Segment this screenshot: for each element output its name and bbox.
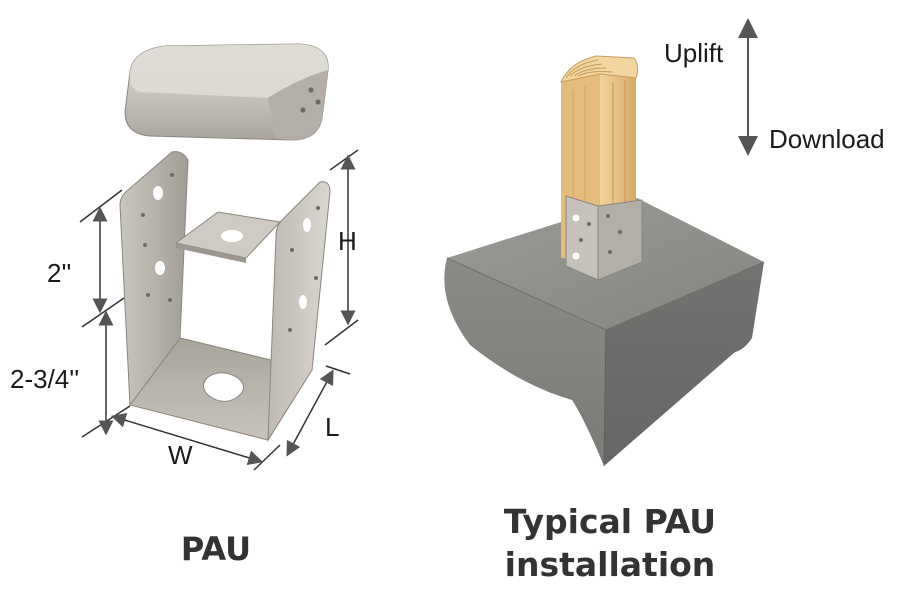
- uplift-label: Uplift: [664, 38, 724, 68]
- pau-standoff-plate: [174, 211, 282, 263]
- download-label: Download: [769, 124, 885, 154]
- dim-label-2in: 2'': [47, 258, 71, 288]
- pau-caption: PAU: [181, 530, 251, 568]
- dim-label-l: L: [325, 412, 339, 442]
- installation-caption-line1: Typical PAU: [504, 502, 716, 541]
- pau-bracket-body: [119, 151, 331, 442]
- dim-label-2-3-4in: 2-3/4'': [10, 364, 79, 394]
- dimension-lines: [79, 149, 359, 471]
- installed-bracket: [565, 195, 643, 281]
- pau-cap-plate: [124, 43, 329, 141]
- dim-label-w: W: [168, 440, 193, 470]
- installation-caption-line2: installation: [505, 545, 716, 584]
- dim-label-h: H: [338, 226, 357, 256]
